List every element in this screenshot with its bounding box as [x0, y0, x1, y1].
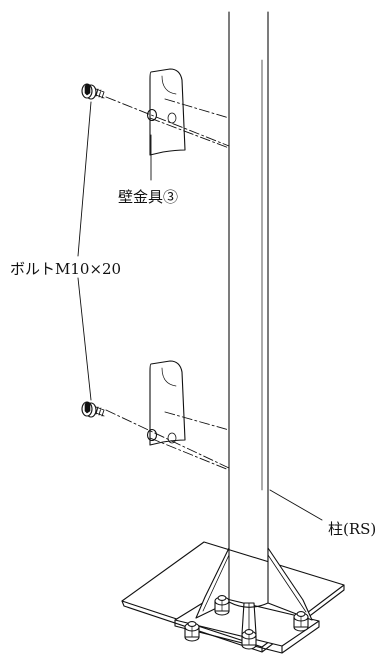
- post: [228, 11, 269, 606]
- bolt-lower: [81, 401, 105, 418]
- anchor-nut-top: [214, 595, 230, 616]
- anchor-nut-left: [184, 621, 200, 642]
- anchor-nut-front: [241, 629, 257, 650]
- wall-bracket-upper: [146, 68, 186, 156]
- leader-lines: [77, 101, 323, 521]
- wall-bracket-label: 壁金具③: [118, 188, 179, 206]
- bolt-upper: [81, 83, 105, 100]
- base-plate: [121, 541, 345, 653]
- alignment-lines: [105, 96, 230, 471]
- wall-bracket-lower: [146, 360, 186, 446]
- bolt-label: ボルトM10×20: [10, 260, 122, 278]
- anchor-nut-right: [293, 611, 309, 632]
- post-label: 柱(RS): [328, 520, 377, 538]
